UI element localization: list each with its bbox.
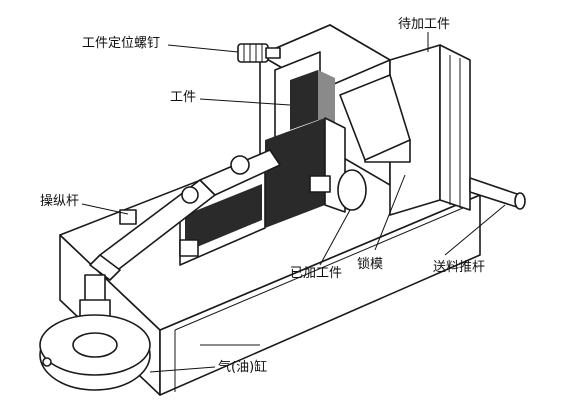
locking-die [337,169,367,211]
label-workpiece-to-be-processed: 待加工件 [398,17,451,32]
label-operating-lever: 操纵杆 [40,194,80,209]
label-locking-die: 锁模 [357,257,384,272]
workpiece-block [290,70,335,130]
lever-linkage [89,149,331,281]
label-workpiece: 工件 [170,90,197,105]
locating-screw [237,43,281,63]
label-feed-push-rod: 送料推杆 [433,260,486,275]
leader-lines [81,32,506,373]
label-processed-workpiece: 已加工件 [290,266,343,281]
push-rod [469,177,526,210]
label-locating-screw: 工件定位螺钉 [82,36,161,51]
cylinder-body [39,274,151,391]
feed-slide [339,44,471,216]
label-cylinder: 气(油)缸 [218,360,268,375]
